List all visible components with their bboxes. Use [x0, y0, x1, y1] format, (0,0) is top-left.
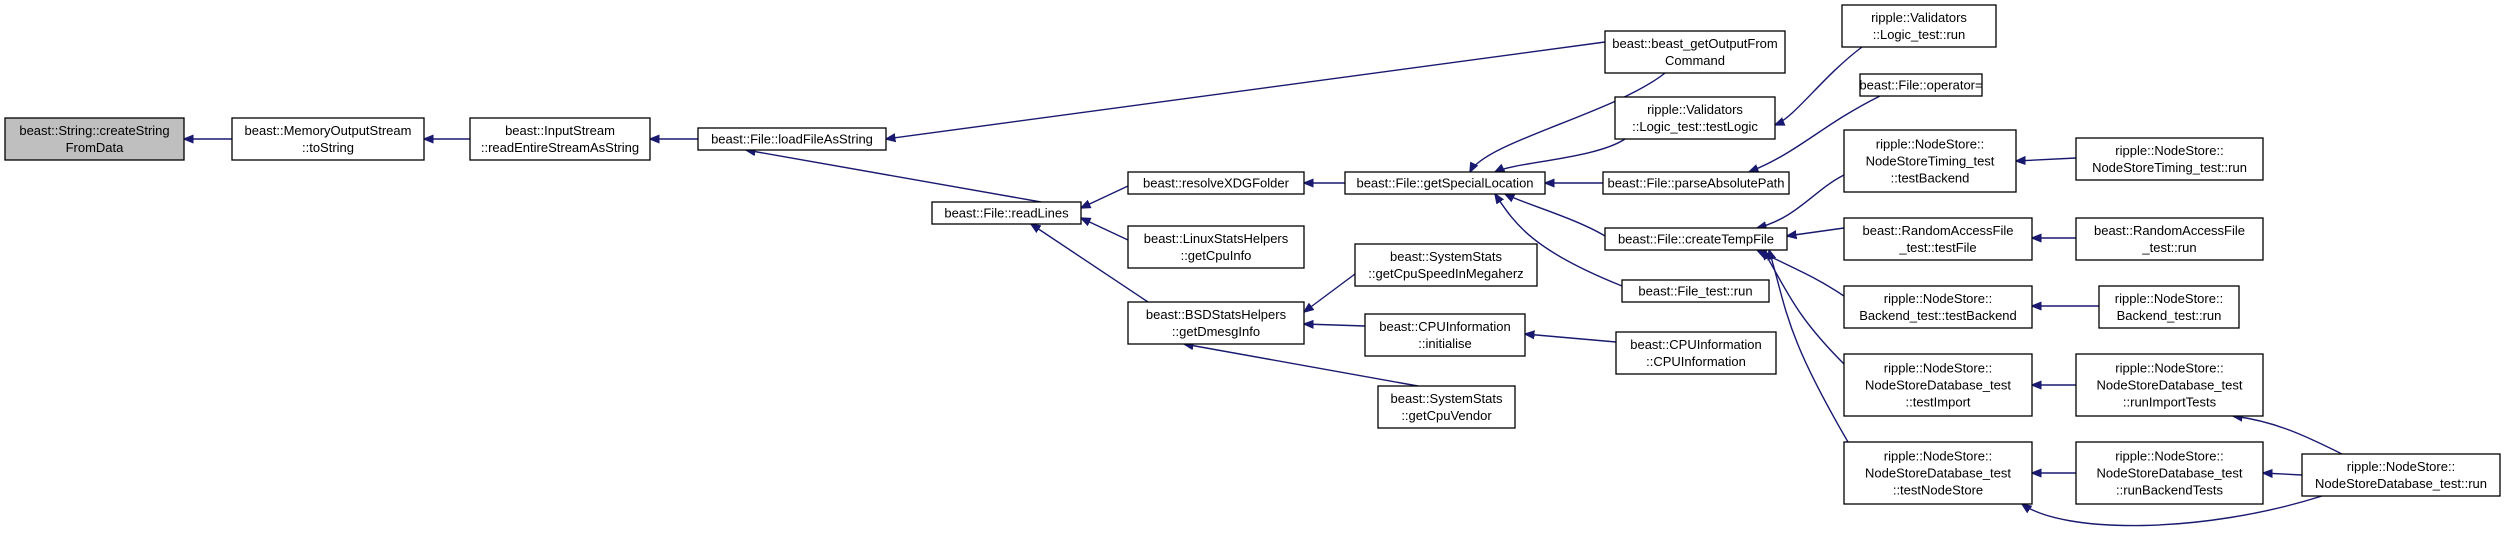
node-getCpuSpeed[interactable]: beast::SystemStats::getCpuSpeedInMegaher… — [1354, 243, 1538, 287]
edge-fileTestRun-to-getSpecialLocation — [1495, 194, 1623, 287]
edge-validatorsTestLogic-to-getSpecialLocation — [1495, 138, 1626, 172]
node-box[interactable] — [2075, 353, 2264, 417]
edge-nsDbTestNodeStore-to-createTempFile — [1769, 250, 1849, 443]
node-box[interactable] — [1364, 313, 1526, 357]
node-box[interactable] — [1354, 243, 1538, 287]
node-box[interactable] — [469, 117, 651, 161]
node-box — [4, 117, 185, 161]
edge-linuxCpuInfo-to-readLines — [1081, 218, 1129, 241]
node-validatorsTestLogic[interactable]: ripple::Validators::Logic_test::testLogi… — [1614, 96, 1776, 140]
node-cpuInfoCtor[interactable]: beast::CPUInformation::CPUInformation — [1615, 331, 1777, 375]
node-getCpuVendor[interactable]: beast::SystemStats::getCpuVendor — [1377, 385, 1516, 429]
node-validatorsRun[interactable]: ripple::Validators::Logic_test::run — [1841, 4, 1997, 48]
node-box[interactable] — [1377, 385, 1516, 429]
edge-rafTestFile-to-createTempFile — [1787, 227, 1845, 236]
node-box[interactable] — [1344, 171, 1546, 195]
node-box[interactable] — [2075, 217, 2264, 261]
node-mosToString[interactable]: beast::MemoryOutputStream::toString — [231, 117, 425, 161]
node-box[interactable] — [1127, 301, 1305, 345]
node-nsBackendTestBackend[interactable]: ripple::NodeStore::Backend_test::testBac… — [1843, 285, 2033, 329]
node-nsDbRunImport[interactable]: ripple::NodeStore::NodeStoreDatabase_tes… — [2075, 353, 2264, 417]
node-box[interactable] — [231, 117, 425, 161]
edge-cpuInitialise-to-bsdDmesg — [1304, 324, 1366, 326]
node-rafRun[interactable]: beast::RandomAccessFile_test::run — [2075, 217, 2264, 261]
node-box[interactable] — [1604, 227, 1788, 251]
edge-nsDbRun-to-nsDbTestNodeStore — [2022, 495, 2323, 527]
node-loadFileAsString[interactable]: beast::File::loadFileAsString — [697, 127, 887, 151]
node-box[interactable] — [1843, 441, 2033, 505]
node-parseAbsolutePath[interactable]: beast::File::parseAbsolutePath — [1602, 171, 1790, 195]
node-box[interactable] — [1615, 331, 1777, 375]
node-box[interactable] — [697, 127, 887, 151]
node-getSpecialLocation[interactable]: beast::File::getSpecialLocation — [1344, 171, 1546, 195]
node-bsdDmesg[interactable]: beast::BSDStatsHelpers::getDmesgInfo — [1127, 301, 1305, 345]
edge-createTempFile-to-getSpecialLocation — [1505, 194, 1606, 237]
edge-cpuInfoCtor-to-cpuInitialise — [1525, 334, 1617, 343]
edge-nsDbRun-to-nsDbRunBackend — [2263, 473, 2303, 475]
node-box[interactable] — [1841, 4, 1997, 48]
node-nsTimingRun[interactable]: ripple::NodeStore::NodeStoreTiming_test:… — [2075, 137, 2264, 181]
node-fileTestRun[interactable]: beast::File_test::run — [1621, 279, 1770, 303]
node-box[interactable] — [1843, 217, 2033, 261]
edge-validatorsRun-to-validatorsTestLogic — [1775, 46, 1863, 125]
node-box[interactable] — [1127, 225, 1305, 269]
edge-nsDbTestImport-to-createTempFile — [1763, 250, 1845, 365]
node-createTempFile[interactable]: beast::File::createTempFile — [1604, 227, 1788, 251]
node-cpuInitialise[interactable]: beast::CPUInformation::initialise — [1364, 313, 1526, 357]
node-box[interactable] — [931, 201, 1082, 225]
node-linuxCpuInfo[interactable]: beast::LinuxStatsHelpers::getCpuInfo — [1127, 225, 1305, 269]
edge-nsBackendTestBackend-to-createTempFile — [1757, 250, 1845, 297]
node-box[interactable] — [2098, 285, 2240, 329]
edge-readLines-to-loadFileAsString — [746, 150, 1042, 203]
call-edges — [184, 41, 2343, 527]
node-resolveXDG[interactable]: beast::resolveXDGFolder — [1127, 171, 1305, 195]
edge-getCpuVendor-to-bsdDmesg — [1184, 344, 1419, 387]
edge-beastGetOutput-to-getSpecialLocation — [1470, 72, 1666, 172]
edge-fileOperatorEq-to-parseAbsolutePath — [1749, 95, 1881, 172]
node-readEntireStream[interactable]: beast::InputStream::readEntireStreamAsSt… — [469, 117, 651, 161]
node-box[interactable] — [2075, 441, 2264, 505]
node-box[interactable] — [1602, 171, 1790, 195]
node-box[interactable] — [1859, 73, 1983, 97]
node-box[interactable] — [2301, 453, 2501, 497]
edge-bsdDmesg-to-readLines — [1031, 224, 1149, 303]
node-nsBackendRun[interactable]: ripple::NodeStore::Backend_test::run — [2098, 285, 2240, 329]
edge-nsTimingTestBackend-to-createTempFile — [1757, 174, 1845, 228]
node-fileOperatorEq[interactable]: beast::File::operator= — [1859, 73, 1983, 97]
call-nodes: beast::String::createStringFromDatabeast… — [4, 4, 2501, 505]
edge-resolveXDG-to-readLines — [1081, 185, 1129, 208]
node-nsDbRunBackend[interactable]: ripple::NodeStore::NodeStoreDatabase_tes… — [2075, 441, 2264, 505]
node-box[interactable] — [1127, 171, 1305, 195]
node-nsDbTestImport[interactable]: ripple::NodeStore::NodeStoreDatabase_tes… — [1843, 353, 2033, 417]
node-rafTestFile[interactable]: beast::RandomAccessFile_test::testFile — [1843, 217, 2033, 261]
node-nsDbRun[interactable]: ripple::NodeStore::NodeStoreDatabase_tes… — [2301, 453, 2501, 497]
node-box[interactable] — [1614, 96, 1776, 140]
node-nsDbTestNodeStore[interactable]: ripple::NodeStore::NodeStoreDatabase_tes… — [1843, 441, 2033, 505]
edge-getCpuSpeed-to-bsdDmesg — [1304, 273, 1356, 312]
node-readLines[interactable]: beast::File::readLines — [931, 201, 1082, 225]
node-box[interactable] — [1843, 353, 2033, 417]
node-box[interactable] — [1843, 285, 2033, 329]
edge-beastGetOutput-to-loadFileAsString — [886, 41, 1606, 139]
node-box[interactable] — [1621, 279, 1770, 303]
node-box[interactable] — [2075, 137, 2264, 181]
node-box[interactable] — [1604, 30, 1786, 74]
edge-nsTimingRun-to-nsTimingTestBackend — [2016, 158, 2077, 161]
node-box[interactable] — [1843, 129, 2017, 193]
node-nsTimingTestBackend[interactable]: ripple::NodeStore::NodeStoreTiming_test:… — [1843, 129, 2017, 193]
edge-nsDbRun-to-nsDbRunImport — [2233, 416, 2343, 455]
